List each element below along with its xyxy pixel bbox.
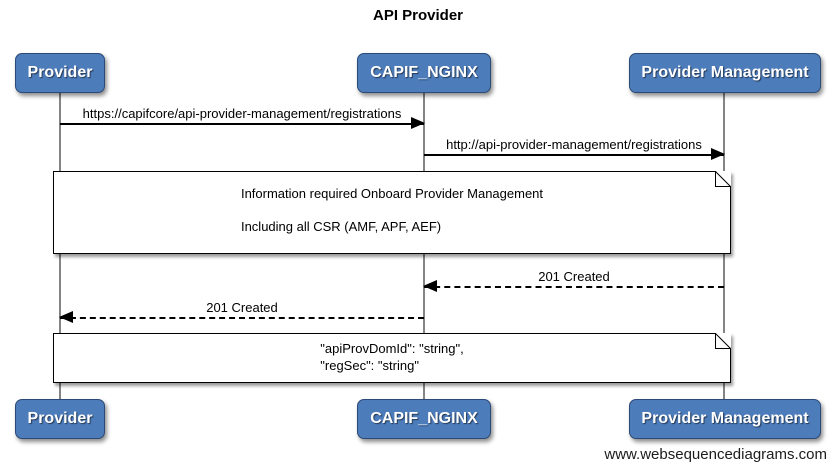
actor-capif-nginx-bottom: CAPIF_NGINX	[357, 399, 491, 439]
actor-capif-nginx-top: CAPIF_NGINX	[357, 53, 491, 93]
actor-provider-management-bottom: Provider Management	[629, 399, 821, 439]
note-response-body: "apiProvDomId": "string", "regSec": "str…	[53, 333, 731, 383]
note-line: "apiProvDomId": "string",	[320, 341, 464, 356]
message-label: https://capifcore/api-provider-managemen…	[82, 106, 402, 121]
message-label: 201 Created	[538, 269, 610, 284]
actor-provider-top: Provider	[15, 53, 105, 93]
note-fold-icon	[715, 171, 731, 187]
note-text: Information required Onboard Provider Ma…	[241, 172, 543, 243]
message-registrations-request: https://capifcore/api-provider-managemen…	[60, 106, 425, 129]
note-onboard-information: Information required Onboard Provider Ma…	[53, 171, 731, 254]
websequencediagrams-watermark: www.websequencediagrams.com	[604, 446, 827, 463]
message-label: 201 Created	[206, 300, 278, 315]
actor-provider-management-top: Provider Management	[629, 53, 821, 93]
arrow-line	[424, 154, 724, 156]
arrowhead-left-icon	[423, 280, 437, 292]
arrow-line-dashed	[60, 317, 424, 319]
message-201-created-to-provider: 201 Created	[59, 300, 424, 323]
arrowhead-left-icon	[59, 311, 73, 323]
actor-provider-bottom: Provider	[15, 399, 105, 439]
note-text: "apiProvDomId": "string", "regSec": "str…	[320, 334, 463, 374]
message-201-created-to-capif: 201 Created	[423, 269, 724, 292]
arrow-line	[60, 123, 424, 125]
note-fold-icon	[715, 333, 731, 349]
note-line: "regSec": "string"	[320, 358, 419, 373]
note-line: Information required Onboard Provider Ma…	[240, 186, 544, 201]
message-label: http://api-provider-management/registrat…	[446, 137, 702, 152]
arrow-line-dashed	[424, 286, 724, 288]
note-line: Including all CSR (AMF, APF, AEF)	[240, 219, 442, 234]
arrowhead-right-icon	[711, 148, 725, 160]
diagram-title: API Provider	[372, 7, 464, 24]
message-registrations-forward: http://api-provider-management/registrat…	[424, 137, 725, 160]
arrowhead-right-icon	[411, 117, 425, 129]
